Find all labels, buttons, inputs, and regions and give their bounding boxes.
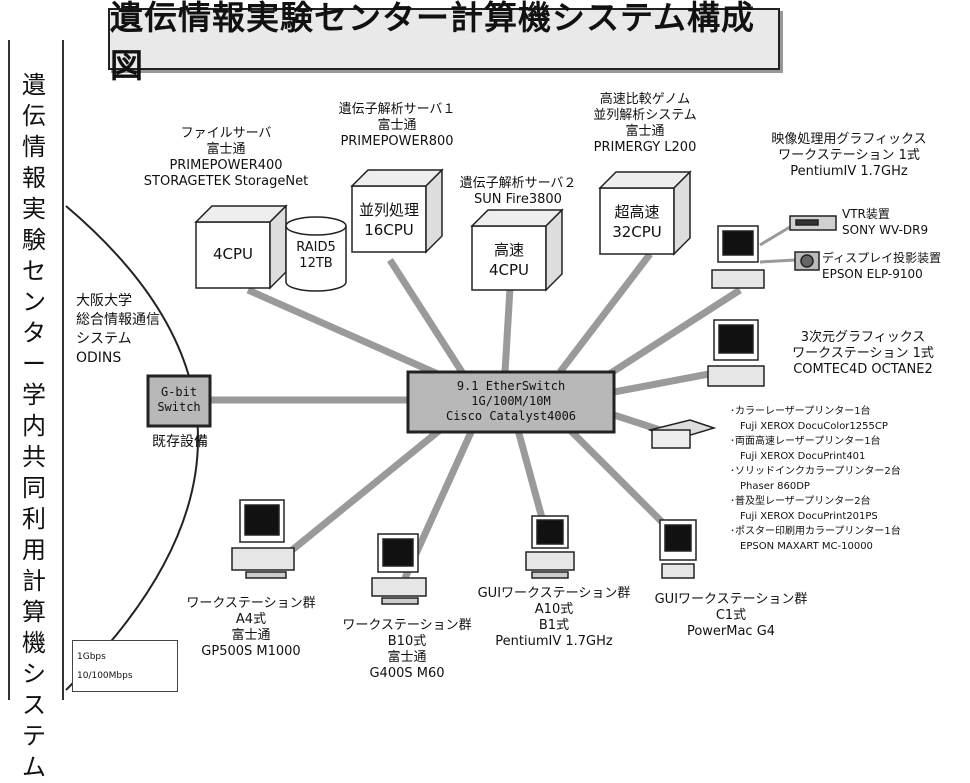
odins-boundary-arc xyxy=(65,205,199,691)
legend-box: 1Gbps 10/100Mbps xyxy=(72,640,178,692)
ws-b10-caption: ワークステーション群 B10式 富士通 G400S M60 xyxy=(342,618,472,681)
link-file-server xyxy=(246,286,442,379)
ws-a4-caption: ワークステーション群 A4式 富士通 GP500S M1000 xyxy=(186,596,316,659)
file-server-caption: ファイルサーバ 富士通 PRIMEPOWER400 STORAGETEK Sto… xyxy=(143,126,309,189)
link-graphics-ws xyxy=(598,287,742,383)
server1-cube xyxy=(350,168,444,254)
server2-caption: 遺伝子解析サーバ２ SUN Fire3800 xyxy=(459,176,577,207)
central-switch-label: 9.1 EtherSwitch 1G/100M/10M Cisco Cataly… xyxy=(445,379,577,423)
legend-label-1g: 1Gbps xyxy=(77,652,106,662)
server2-cpu: 高速 4CPU xyxy=(488,241,530,279)
server3-caption: 高速比較ゲノム 並列解析システム 富士通 PRIMERGY L200 xyxy=(593,92,697,155)
network-diagram xyxy=(65,168,837,691)
gui-a10-caption: GUIワークステーション群 A10式 B1式 PentiumIV 1.7GHz xyxy=(477,586,631,649)
projector-caption: ディスプレイ投影装置 EPSON ELP-9100 xyxy=(822,251,942,281)
computer-icon-ws-a4 xyxy=(231,499,295,579)
link-ws-a4 xyxy=(267,427,443,571)
printer-icon xyxy=(647,419,717,449)
ws3d-caption: 3次元グラフィックス ワークステーション 1式 COMTEC4D OCTANE2 xyxy=(792,330,934,377)
existing-equipment-label: 既存設備 xyxy=(152,434,208,450)
central-switch-box xyxy=(406,370,616,434)
computer-icon-ws3d xyxy=(707,319,765,387)
computer-icon-gui-a10 xyxy=(525,515,575,579)
server2-cube xyxy=(470,208,564,292)
server1-caption: 遺伝子解析サーバ１ 富士通 PRIMEPOWER800 xyxy=(338,102,456,149)
gui-c1-caption: GUIワークステーション群 C1式 PowerMac G4 xyxy=(654,592,808,639)
file-server-cube xyxy=(194,204,288,290)
vtr-device-icon xyxy=(789,215,837,231)
server3-cpu: 超高速 32CPU xyxy=(612,203,662,241)
graphics-ws-caption: 映像処理用グラフィックス ワークステーション 1式 PentiumIV 1.7G… xyxy=(771,132,927,179)
printer-list: ･カラーレーザープリンター1台 Fuji XEROX DocuColor1255… xyxy=(730,406,901,552)
gbit-switch-box xyxy=(146,374,212,428)
computer-icon-gui-c1 xyxy=(659,519,697,579)
link-projector xyxy=(759,258,796,264)
link-server3 xyxy=(557,251,653,375)
raid-label: RAID5 12TB xyxy=(296,240,336,271)
projector-icon xyxy=(794,251,820,271)
connection-lines xyxy=(210,251,742,580)
link-server2 xyxy=(501,287,514,373)
server3-cube xyxy=(598,170,692,256)
computer-icon-graphics xyxy=(711,225,765,289)
odins-label: 大阪大学 総合情報通信 システム ODINS xyxy=(76,293,160,366)
legend-label-100m: 10/100Mbps xyxy=(77,671,133,681)
link-vtr xyxy=(759,225,791,247)
vtr-caption: VTR装置 SONY WV-DR9 xyxy=(842,207,929,237)
file-server-cpu: 4CPU xyxy=(212,245,254,263)
link-printer xyxy=(612,411,662,434)
raid-cylinder xyxy=(285,216,347,292)
link-server1 xyxy=(387,258,465,374)
computer-icon-ws-b10 xyxy=(371,533,427,605)
server1-cpu: 並列処理 16CPU xyxy=(358,201,419,239)
vertical-banner xyxy=(8,40,64,700)
vertical-label: 遺伝情報実験センター学内共同利用計算機システム xyxy=(22,71,46,781)
gbit-switch-label: G-bit Switch xyxy=(157,385,201,414)
